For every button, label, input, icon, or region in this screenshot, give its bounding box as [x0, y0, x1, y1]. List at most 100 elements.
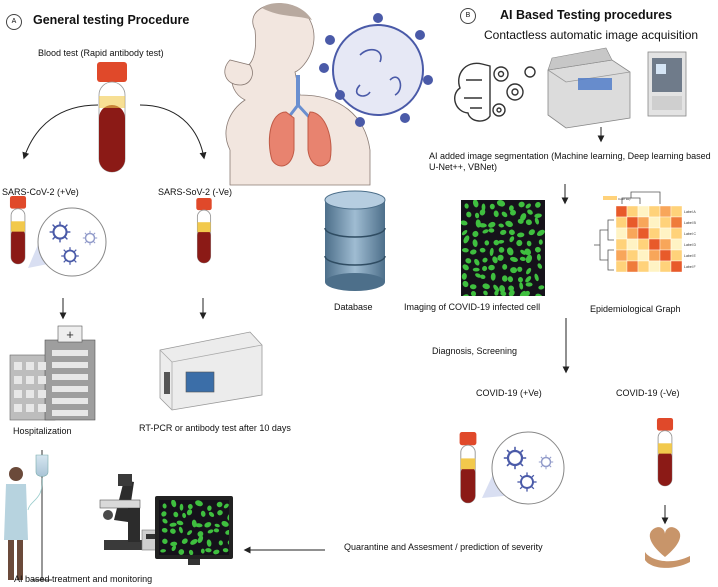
cell-mark	[481, 203, 486, 211]
cell-mark	[213, 528, 220, 533]
cell-mark	[462, 264, 469, 271]
cell-mark	[500, 291, 507, 296]
heatmap-cell	[626, 249, 639, 262]
cell-mark	[227, 513, 229, 521]
cell-mark	[188, 549, 194, 555]
cell-mark	[170, 528, 176, 534]
cell-mark	[496, 200, 506, 207]
cell-mark	[213, 549, 220, 555]
heatmap-cell	[659, 227, 672, 240]
cell-mark	[489, 203, 495, 210]
cell-mark	[525, 219, 532, 226]
cell-mark	[508, 289, 515, 296]
cell-mark	[534, 213, 542, 218]
cell-mark	[160, 549, 166, 553]
cell-mark	[187, 530, 193, 536]
heatmap-legend-label: Color key	[618, 197, 631, 201]
cell-mark	[218, 540, 223, 546]
tube-positive-a	[9, 195, 27, 265]
cell-mark	[493, 210, 499, 218]
cell-mark	[482, 257, 488, 263]
ai-brain-gears-icon	[454, 62, 536, 122]
cell-mark	[482, 229, 489, 234]
microscope-illustration	[99, 474, 146, 550]
cell-mark	[524, 248, 532, 256]
cell-mark	[488, 221, 496, 228]
heatmap-cell	[670, 249, 683, 262]
cell-mark	[534, 273, 539, 282]
cell-mark	[507, 276, 514, 283]
cell-mark	[506, 247, 514, 256]
cell-mark	[171, 500, 177, 508]
heatmap-cell	[670, 227, 683, 240]
cell-mark	[482, 265, 488, 272]
cell-mark	[488, 228, 495, 233]
heatmap-cell	[659, 238, 672, 251]
cell-mark	[223, 503, 229, 509]
cell-mark	[472, 267, 480, 272]
imaging-label: Imaging of COVID-19 infected cell	[404, 302, 541, 312]
cell-mark	[490, 272, 496, 281]
heatmap-cell	[648, 216, 661, 229]
cell-mark	[204, 522, 212, 528]
cell-mark	[197, 535, 204, 544]
cell-mark	[483, 290, 488, 296]
cell-mark	[200, 548, 205, 554]
cell-mark	[187, 504, 193, 510]
database-icon	[324, 190, 386, 291]
panel-b-title: AI Based Testing procedures	[500, 8, 673, 22]
cell-mark	[464, 203, 469, 209]
cell-mark	[520, 213, 527, 221]
cell-mark	[217, 510, 223, 516]
cell-mark	[162, 503, 167, 509]
blood-tube-large	[97, 62, 127, 173]
panel-b-subtitle: Contactless automatic image acquisition	[484, 28, 699, 42]
cell-mark	[472, 239, 478, 247]
cell-mark	[465, 258, 472, 264]
cell-mark	[537, 263, 543, 269]
cell-mark	[207, 529, 214, 534]
hospitalization-label: Hospitalization	[13, 426, 72, 436]
cell-mark	[179, 503, 184, 511]
cell-mark	[527, 209, 533, 215]
heatmap-cell	[615, 260, 628, 273]
covid-negative-label: COVID-19 (-Ve)	[616, 388, 680, 398]
cell-mark	[519, 282, 524, 290]
cell-mark	[501, 275, 508, 282]
heatmap-cell	[615, 205, 628, 218]
cell-mark	[494, 290, 499, 296]
epi-graph-label: Epidemiological Graph	[590, 304, 681, 314]
quarantine-label: Quarantine and Assesment / prediction of…	[344, 542, 543, 552]
heatmap-cell	[626, 238, 639, 251]
cell-mark	[466, 211, 472, 218]
cell-mark	[480, 274, 486, 280]
cell-mark	[170, 541, 178, 547]
negative-a-label: SARS-SoV-2 (-Ve)	[158, 187, 233, 197]
cell-mark	[499, 285, 506, 293]
coughing-person-illustration	[224, 3, 371, 186]
heatmap-cell	[659, 249, 672, 262]
heatmap-cell	[615, 238, 628, 251]
panel-a-badge: A	[6, 14, 22, 30]
cell-mark	[178, 549, 185, 555]
cell-mark	[176, 520, 184, 526]
cell-mark	[517, 232, 525, 238]
cell-mark	[528, 229, 535, 236]
heatmap-cell	[626, 260, 639, 273]
cell-mark	[497, 254, 504, 261]
diagnosis-label: Diagnosis, Screening	[432, 346, 518, 356]
blood-test-label: Blood test (Rapid antibody test)	[38, 48, 164, 58]
cell-mark	[498, 247, 505, 253]
tube-negative-a	[195, 197, 213, 264]
heatmap-cell	[648, 260, 661, 273]
cell-mark	[535, 293, 543, 296]
analyzer-machine-illustration	[647, 51, 687, 117]
virus-large-illustration	[319, 13, 433, 127]
cell-mark	[206, 539, 212, 547]
heatmap-cell	[659, 260, 672, 273]
cell-mark	[474, 212, 480, 219]
cell-mark	[200, 510, 206, 517]
cell-mark	[482, 283, 490, 290]
cell-mark	[517, 277, 524, 283]
